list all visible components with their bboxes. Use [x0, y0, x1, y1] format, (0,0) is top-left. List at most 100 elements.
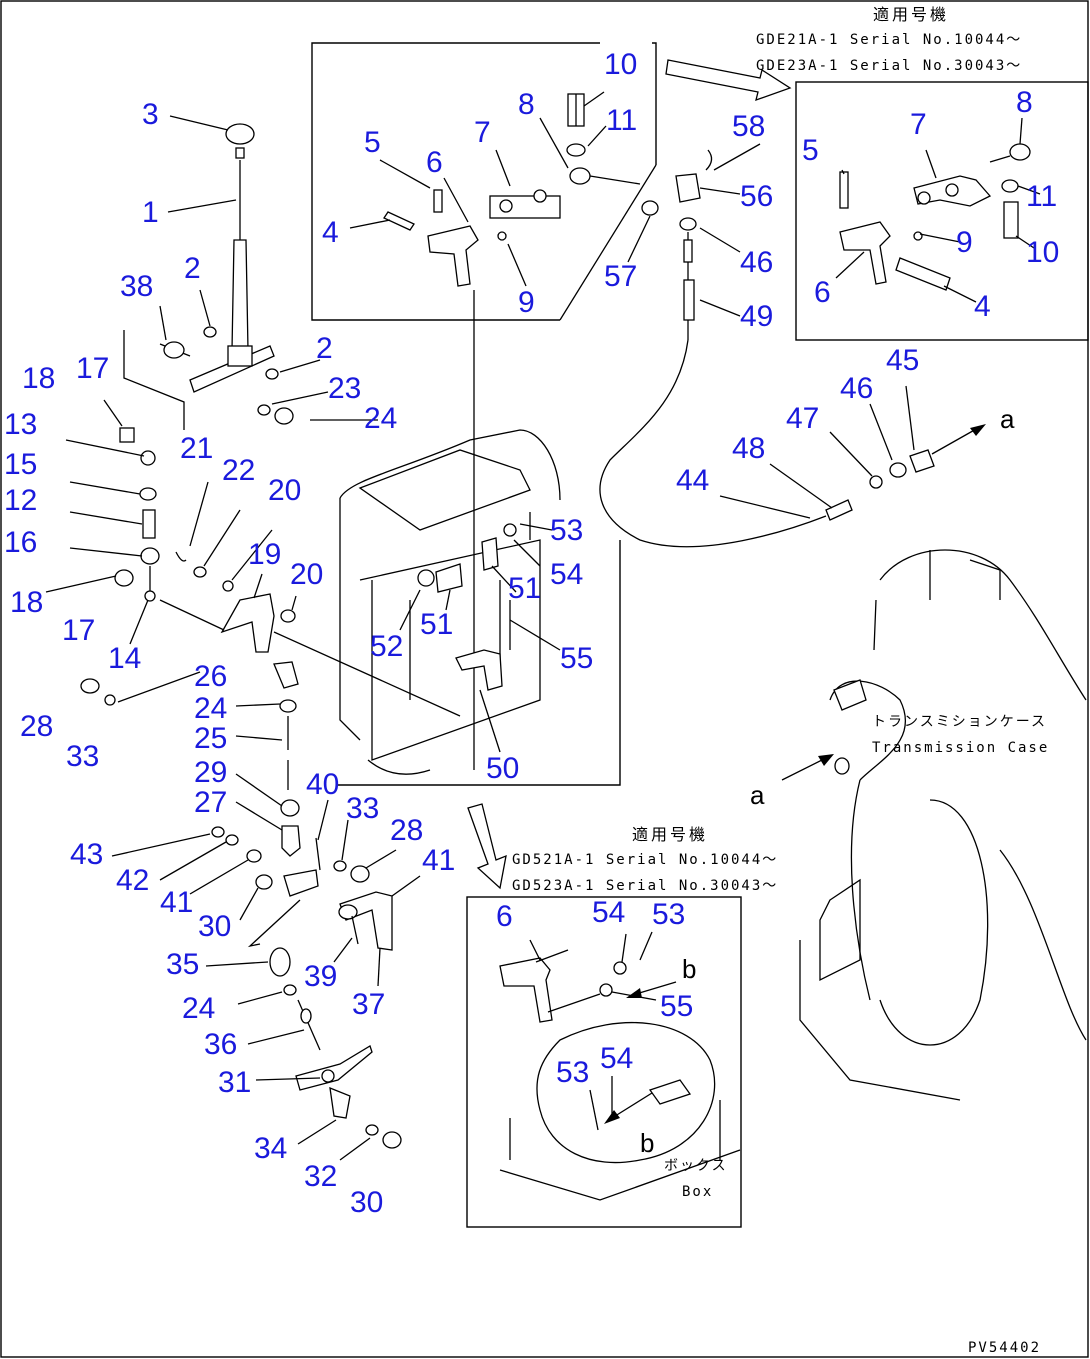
inset-top-parts: [839, 143, 1031, 291]
view-letter-b-top: b: [682, 954, 696, 984]
callout-46: 46: [740, 246, 773, 279]
callout-labels: 3 1 2 38 2 23 24 5 6 4 7 8 10 11 9 57 58…: [4, 48, 1059, 1219]
callout-5: 5: [802, 134, 819, 167]
callout-1: 1: [142, 196, 159, 229]
view-letter-a-top: a: [1000, 404, 1015, 434]
lever-pin-38: [159, 341, 191, 359]
inset-frame-bottom: [466, 896, 742, 1228]
inset-bottom-heading: 適用号機: [632, 825, 708, 844]
callout-58: 58: [732, 110, 765, 143]
callout-24: 24: [364, 402, 397, 435]
view-letter-a-bottom: a: [750, 780, 765, 810]
callout-37: 37: [352, 988, 385, 1021]
callout-49: 49: [740, 300, 773, 333]
callout-40: 40: [306, 768, 339, 801]
callout-22: 22: [222, 454, 255, 487]
callout-48: 48: [732, 432, 765, 465]
shift-lever: [189, 123, 275, 393]
box-label-en: Box: [682, 1184, 713, 1200]
callout-18: 18: [22, 362, 55, 395]
callout-51: 51: [420, 608, 453, 641]
callout-23: 23: [328, 372, 361, 405]
inset-top-heading: 適用号機: [873, 5, 949, 24]
callout-19: 19: [248, 538, 281, 571]
callout-17: 17: [76, 352, 109, 385]
inset-top-serial-1: GDE21A-1 Serial No.10044～: [756, 32, 1022, 48]
callout-38: 38: [120, 270, 153, 303]
callout-10: 10: [604, 48, 637, 81]
callout-26: 26: [194, 660, 227, 693]
callout-11: 11: [606, 104, 637, 137]
callout-12: 12: [4, 484, 37, 517]
transmission-case-label-jp: トランスミションケース: [872, 714, 1047, 730]
callout-20: 20: [290, 558, 323, 591]
leader-lines: [45, 91, 1041, 1161]
drawing-number: PV54402: [968, 1340, 1041, 1356]
callout-3: 3: [142, 98, 159, 131]
callout-8: 8: [1016, 86, 1033, 119]
callout-56: 56: [740, 180, 773, 213]
callout-51: 51: [508, 572, 541, 605]
callout-9: 9: [518, 286, 535, 319]
callout-57: 57: [604, 260, 637, 293]
detail-box-mid: [338, 540, 621, 786]
callout-55: 55: [660, 990, 693, 1023]
callout-28: 28: [390, 814, 423, 847]
callout-41: 41: [160, 886, 193, 919]
detail-box-top: [311, 42, 657, 321]
bellcrank: [159, 593, 461, 717]
rod-chain: [80, 661, 402, 1149]
control-box-housing: [339, 429, 561, 775]
callout-4: 4: [322, 216, 339, 249]
callout-33: 33: [66, 740, 99, 773]
lever-hardware: [203, 326, 294, 425]
callout-44: 44: [676, 464, 709, 497]
callout-25: 25: [194, 722, 227, 755]
callout-41: 41: [422, 844, 455, 877]
callout-2: 2: [184, 252, 201, 285]
callout-47: 47: [786, 402, 819, 435]
callout-50: 50: [486, 752, 519, 785]
linkage-column: [114, 427, 234, 602]
callout-54: 54: [550, 558, 583, 591]
callout-21: 21: [180, 432, 213, 465]
callout-6: 6: [496, 900, 513, 933]
callout-24: 24: [182, 992, 215, 1025]
callout-13: 13: [4, 408, 37, 441]
callout-55: 55: [560, 642, 593, 675]
callout-6: 6: [426, 146, 443, 179]
transmission-case-label-en: Transmission Case: [872, 740, 1049, 756]
bracket-37: [338, 891, 393, 951]
callout-53: 53: [550, 514, 583, 547]
callout-35: 35: [166, 948, 199, 981]
callout-54: 54: [600, 1042, 633, 1075]
inset-bottom-parts: [499, 949, 741, 1201]
inset-top-serial-2: GDE23A-1 Serial No.30043～: [756, 58, 1022, 74]
callout-34: 34: [254, 1132, 287, 1165]
callout-5: 5: [364, 126, 381, 159]
transmission-case: [799, 549, 1087, 1101]
callout-32: 32: [304, 1160, 337, 1193]
callout-7: 7: [474, 116, 491, 149]
callout-24: 24: [194, 692, 227, 725]
callout-15: 15: [4, 448, 37, 481]
view-letter-b-bottom: b: [640, 1128, 654, 1158]
callout-17: 17: [62, 614, 95, 647]
callout-46: 46: [840, 372, 873, 405]
callout-45: 45: [886, 344, 919, 377]
callout-43: 43: [70, 838, 103, 871]
callout-52: 52: [370, 630, 403, 663]
inset-bottom-serial-1: GD521A-1 Serial No.10044～: [512, 852, 778, 868]
callout-18: 18: [10, 586, 43, 619]
callout-2: 2: [316, 332, 333, 365]
callout-53: 53: [652, 898, 685, 931]
callout-42: 42: [116, 864, 149, 897]
arrow-to-top-inset: [665, 59, 792, 102]
callout-4: 4: [974, 290, 991, 323]
callout-53: 53: [556, 1056, 589, 1089]
callout-7: 7: [910, 108, 927, 141]
callout-28: 28: [20, 710, 53, 743]
inset-frame-top-right: [795, 81, 1089, 341]
